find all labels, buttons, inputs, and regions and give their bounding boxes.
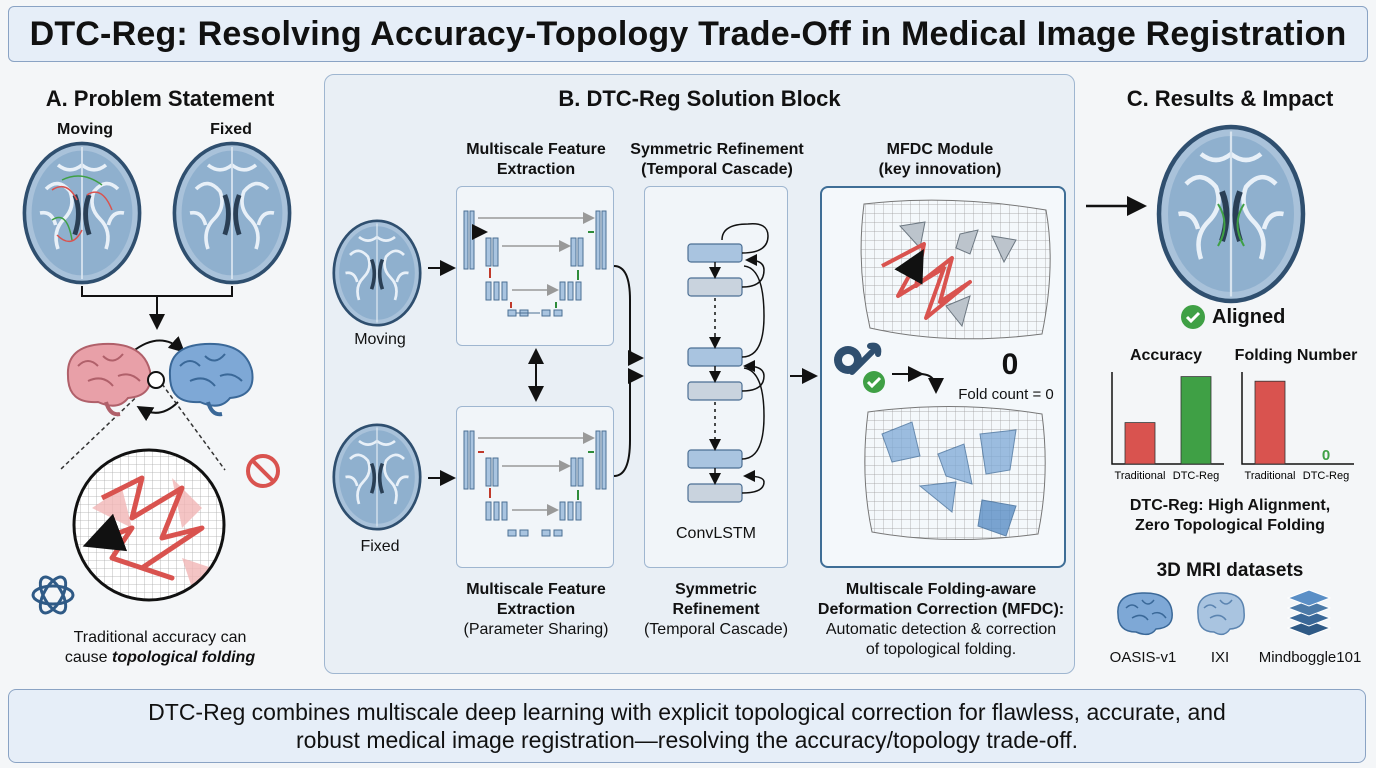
feature-bottom-sub: (Parameter Sharing) (463, 621, 609, 638)
panel-a-caption-line2: cause topological folding (40, 648, 280, 668)
caption-emphasis: topological folding (112, 649, 256, 666)
footer-summary: DTC-Reg combines multiscale deep learnin… (8, 689, 1366, 763)
check-icon (1181, 305, 1205, 329)
unet-top-diagram (463, 210, 607, 317)
panel-b-heading: B. DTC-Reg Solution Block (558, 86, 841, 111)
mindboggle-stack-icon (1286, 589, 1332, 637)
chart-bar-traditional (1124, 422, 1156, 465)
folded-grid-icon (72, 448, 226, 602)
accuracy-chart-title: Accuracy (1129, 347, 1203, 364)
mfdc-top-title-1: MFDC Module (886, 141, 994, 158)
folding-chart-title: Folding Number (1234, 347, 1358, 364)
accuracy-chart: Traditional DTC-Reg (1111, 372, 1224, 482)
fold-count-text: Fold count = 0 (958, 386, 1054, 403)
panel-a-connectors (59, 286, 233, 471)
panel-a-fixed-label: Fixed (210, 121, 252, 138)
refine-top-title-1: Symmetric Refinement (630, 141, 804, 158)
refine-top-title-2: (Temporal Cascade) (641, 161, 793, 178)
caption-prefix: cause (64, 649, 113, 666)
chart-axis (1241, 372, 1354, 465)
chart-tick-label: Traditional (1245, 470, 1296, 482)
zoom-focus-icon (147, 371, 165, 389)
mfdc-bottom-title-2: Deformation Correction (MFDC): (817, 601, 1065, 618)
feature-bottom-title: Multiscale Feature Extraction (466, 581, 606, 618)
chart-tick-label: Traditional (1115, 470, 1166, 482)
convlstm-label: ConvLSTM (675, 525, 757, 542)
chart-bar-dtc-reg (1180, 376, 1212, 465)
refine-bottom-title-1: Symmetric (675, 581, 757, 598)
mfdc-bottom-sub-2: of topological folding. (865, 641, 1017, 658)
page-title: DTC-Reg: Resolving Accuracy-Topology Tra… (29, 14, 1347, 53)
refine-bottom-title-2: Refinement (672, 601, 760, 618)
panel-b-fixed-label: Fixed (360, 538, 400, 555)
panel-a-heading: A. Problem Statement (45, 86, 275, 111)
aligned-label: Aligned (1212, 306, 1286, 328)
result-arrow (1086, 196, 1147, 216)
footer-line1: DTC-Reg combines multiscale deep learnin… (148, 699, 1226, 725)
title-banner: DTC-Reg: Resolving Accuracy-Topology Tra… (8, 6, 1368, 62)
red-brain-icon (66, 342, 152, 417)
panel-b-moving-label: Moving (354, 331, 406, 348)
mfdc-bottom-title-1: Multiscale Folding-aware (845, 581, 1037, 598)
panel-a-caption-line1: Traditional accuracy can (73, 629, 247, 646)
chart-bar-traditional (1254, 380, 1286, 465)
unet-bottom-diagram (463, 430, 607, 537)
panel-b-flow-arrows (428, 260, 818, 486)
knot-logo-icon (31, 575, 75, 615)
refine-bottom-sub: (Temporal Cascade) (643, 621, 789, 638)
dataset-label-oasis: OASIS-v1 (1109, 649, 1177, 666)
chart-tick-label: DTC-Reg (1303, 470, 1349, 482)
footer-line2: robust medical image registration—resolv… (296, 727, 1078, 753)
feature-top-title: Multiscale Feature Extraction (466, 141, 606, 178)
folding-chart: Traditional DTC-Reg 0 (1241, 372, 1354, 482)
chart-value-label: 0 (1322, 447, 1330, 464)
ixi-brain-icon (1197, 592, 1245, 636)
summary-line2: Zero Topological Folding (1135, 517, 1325, 534)
fold-count-value: 0 (1001, 348, 1019, 381)
blue-brain-icon (168, 342, 254, 417)
prohibited-icon (246, 454, 280, 488)
moving-mri-icon (22, 140, 142, 286)
panel-a-moving-label: Moving (57, 121, 113, 138)
oasis-brain-icon (1117, 592, 1173, 636)
mfdc-bottom-sub-1: Automatic detection & correction (825, 621, 1057, 638)
convlstm-cascade-diagram (687, 223, 769, 503)
datasets-title: 3D MRI datasets (1156, 560, 1304, 581)
chart-tick-label: DTC-Reg (1173, 470, 1219, 482)
mfdc-module-diagram (834, 199, 1051, 541)
dataset-label-ixi: IXI (1210, 649, 1230, 666)
summary-line1: DTC-Reg: High Alignment, (1129, 497, 1331, 514)
aligned-mri-icon (1156, 124, 1306, 304)
panel-c-heading: C. Results & Impact (1126, 86, 1334, 111)
dataset-label-mindboggle: Mindboggle101 (1258, 649, 1362, 666)
mfdc-top-title-2: (key innovation) (878, 161, 1002, 178)
